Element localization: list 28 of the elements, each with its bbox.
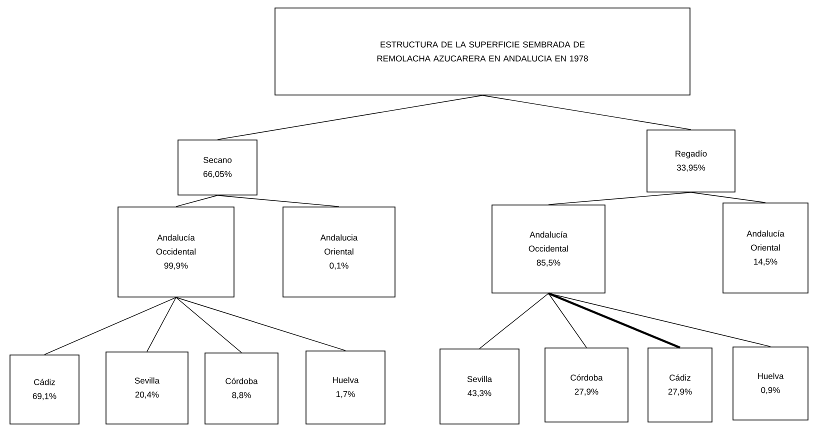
category-box: Regadío 33,95% (646, 130, 736, 192)
category-box: Cádiz 69,1% (10, 354, 80, 424)
connector-line (44, 297, 176, 355)
category-box: Huelva 0,9% (732, 346, 808, 420)
connector-line (146, 297, 176, 352)
connector-line (217, 95, 483, 140)
connector-line (690, 192, 766, 203)
connector-line (548, 192, 692, 205)
connector-line (548, 293, 771, 347)
category-box: Córdoba 8,8% (204, 352, 278, 424)
connector-line (548, 292, 680, 349)
connector-line (176, 297, 346, 351)
category-box: Andalucía Occidental 99,9% (118, 206, 234, 298)
connector-line (176, 297, 242, 353)
category-box: Cádiz 27,9% (648, 348, 712, 422)
category-box: Andalucía Occidental 85,5% (492, 204, 606, 294)
category-box: Andalucia Oriental 0,1% (282, 206, 396, 298)
connector-line (217, 195, 340, 207)
category-box: Sevilla 20,4% (106, 352, 188, 424)
connector-line (482, 95, 692, 130)
connector-line (479, 293, 549, 349)
category-box: Andalucía Oriental 14,5% (722, 202, 808, 294)
connector-line (548, 293, 587, 348)
title-box: ESTRUCTURA DE LA SUPERFICIE SEMBRADA DE REMOLACHA AZUCARERA EN ANDALUCIA EN 1978 (274, 8, 690, 96)
category-box: Sevilla 43,3% (440, 348, 520, 424)
category-box: Secano 66,05% (178, 140, 258, 196)
category-box: Córdoba 27,9% (544, 348, 628, 422)
category-box: Huelva 1,7% (306, 350, 386, 424)
